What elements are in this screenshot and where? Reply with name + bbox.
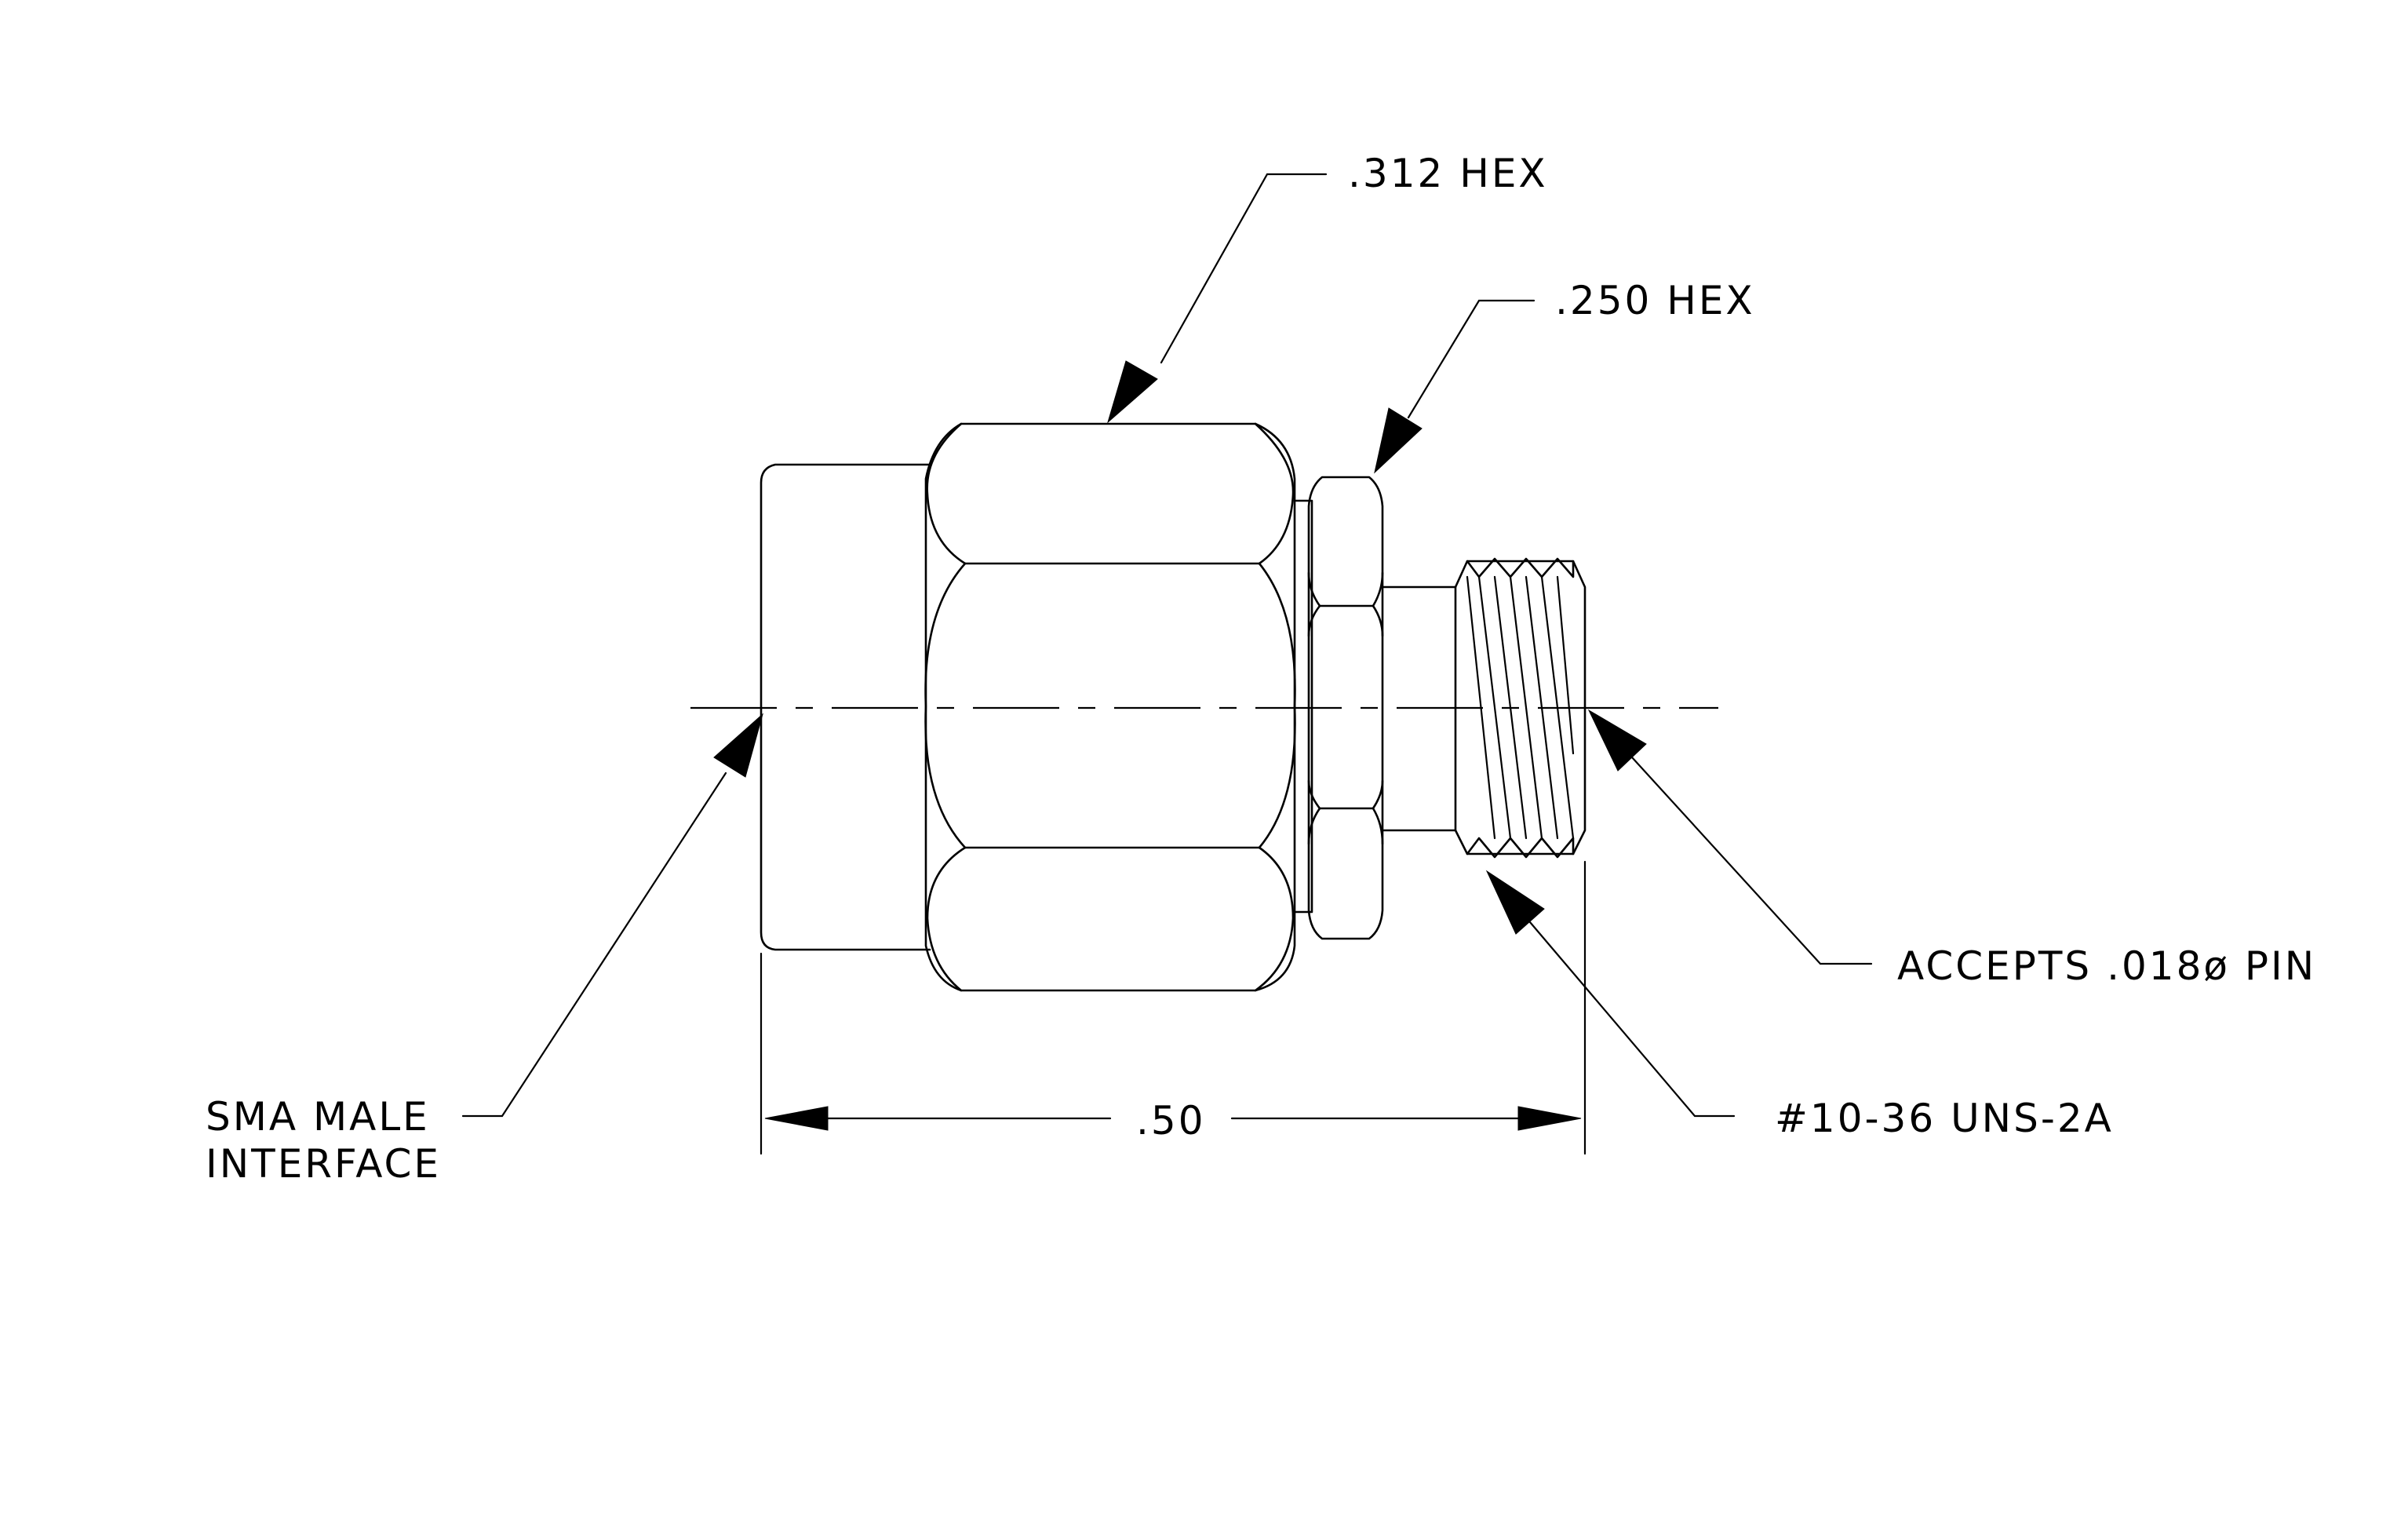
label-pin: ACCEPTS .018ø PIN (1897, 943, 2316, 989)
leader-hex-large (1107, 173, 1328, 424)
neck (1293, 499, 1313, 914)
label-interface-line1: SMA MALE (206, 1094, 430, 1140)
leader-hex-small (1374, 299, 1536, 474)
threaded-end (1454, 557, 1587, 859)
leader-interface (461, 713, 763, 1118)
label-interface-line2: INTERFACE (206, 1141, 441, 1187)
label-thread: #10-36 UNS-2A (1775, 1096, 2114, 1141)
small-hex-nut (1307, 476, 1384, 940)
shank (1381, 585, 1457, 832)
dimension-length (760, 860, 1587, 1155)
label-length: .50 (1136, 1098, 1206, 1143)
label-hex-small: .250 HEX (1555, 278, 1755, 323)
leader-pin (1587, 709, 1873, 965)
large-hex-nut (924, 422, 1296, 992)
leader-thread (1485, 870, 1736, 1118)
label-hex-large: .312 HEX (1348, 151, 1548, 196)
coupling-body (760, 463, 931, 951)
